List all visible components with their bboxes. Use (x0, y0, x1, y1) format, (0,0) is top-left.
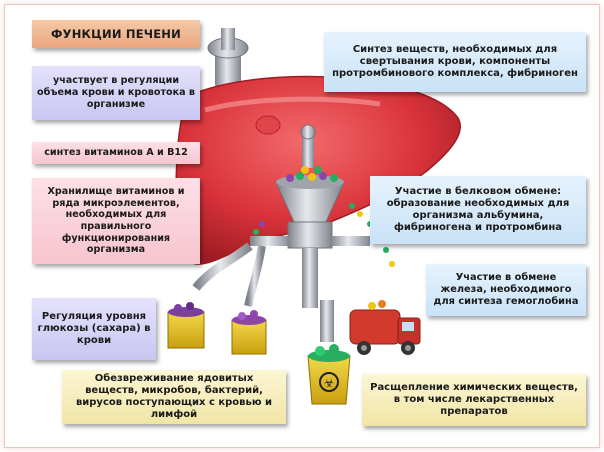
function-detox: Обезвреживание ядовитых веществ, микробо… (62, 370, 286, 424)
bucket-icon (167, 302, 205, 349)
toxic-barrel-icon: ☣ (307, 344, 351, 405)
svg-text:☣: ☣ (324, 376, 335, 390)
page-title: ФУНКЦИИ ПЕЧЕНИ (32, 20, 200, 48)
function-blood-volume: участвует в регуляции объема крови и кро… (32, 66, 200, 120)
bucket-icon (231, 310, 267, 355)
function-vitamins-a-b12: синтез витаминов А и В12 (32, 142, 200, 164)
function-glucose: Регуляция уровня глюкозы (сахара) в кров… (32, 298, 156, 360)
faucet-icon (207, 28, 249, 88)
tanker-truck-icon (349, 300, 421, 355)
function-clotting: Синтез веществ, необходимых для свертыва… (324, 32, 586, 92)
function-storage: Хранилище витаминов и ряда микроэлементо… (32, 178, 200, 264)
function-iron: Участие в обмене железа, необходимого дл… (426, 264, 586, 316)
function-drugs: Расщепление химических веществ, в том чи… (362, 374, 586, 426)
function-protein: Участие в белковом обмене: образование н… (370, 176, 586, 244)
page-frame (4, 4, 600, 448)
